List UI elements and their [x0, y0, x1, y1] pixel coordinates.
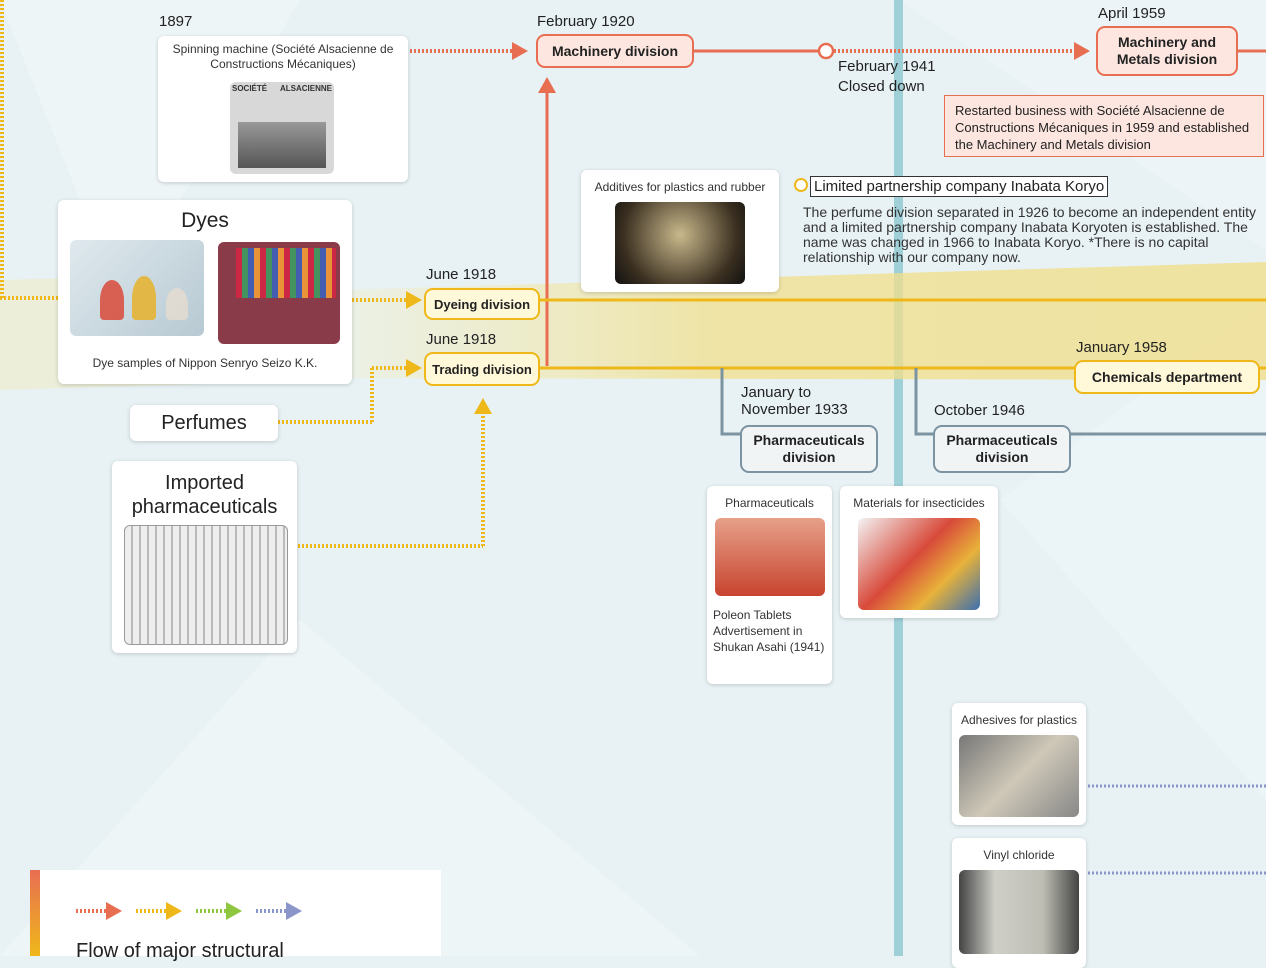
trading-division: Trading division	[424, 352, 540, 386]
pharmaceuticals-card: Pharmaceuticals Poleon Tablets Advertise…	[707, 486, 832, 684]
adhesives-caption: Adhesives for plastics	[960, 713, 1078, 727]
pharma-division-1946: Pharmaceuticals division	[933, 425, 1071, 473]
legend-panel: Flow of major structural	[30, 870, 441, 962]
dyes-samples-photo	[218, 242, 340, 344]
dyes-caption: Dye samples of Nippon Senryo Seizo K.K.	[92, 356, 318, 370]
koryo-title: Limited partnership company Inabata Kory…	[810, 176, 1109, 197]
pharmaceuticals-caption: Pharmaceuticals	[725, 496, 814, 510]
chemicals-1958-date: January 1958	[1076, 339, 1167, 356]
dyes-flasks-photo	[70, 240, 204, 336]
machinery-1959-date: April 1959	[1098, 5, 1166, 22]
insecticides-photo	[858, 518, 980, 610]
koryo-text: The perfume division separated in 1926 t…	[803, 204, 1256, 265]
adhesives-photo	[959, 735, 1079, 817]
legend-accent-bar	[30, 870, 40, 956]
spinning-photo: SOCIÉTÉ ALSACIENNE	[230, 82, 334, 174]
closed-1941-note: Closed down	[838, 78, 925, 95]
chemicals-band	[340, 262, 1266, 380]
era-divider	[894, 0, 903, 956]
pharma-1933-date: January to November 1933	[741, 384, 848, 418]
pharma-1946-date: October 1946	[934, 402, 1025, 419]
dyes-title: Dyes	[181, 209, 229, 232]
trading-1918-date: June 1918	[426, 331, 497, 348]
spinning-year: 1897	[159, 13, 193, 30]
pharmaceuticals-subcaption: Poleon Tablets Advertisement in Shukan A…	[713, 608, 825, 654]
imported-ad-photo	[124, 525, 288, 645]
perfumes-card: Perfumes	[130, 405, 278, 441]
additives-caption: Additives for plastics and rubber	[594, 180, 766, 194]
legend-text: Flow of major structural	[76, 940, 284, 962]
closed-1941-date: February 1941	[838, 58, 936, 75]
insecticides-caption: Materials for insecticides	[853, 496, 985, 510]
chemicals-department: Chemicals department	[1074, 360, 1260, 394]
koryo-marker-icon	[794, 178, 808, 192]
spinning-machine-card: Spinning machine (Société Alsacienne de …	[158, 36, 408, 182]
vinyl-chloride-card: Vinyl chloride	[952, 838, 1086, 968]
machinery-division-1920: Machinery division	[536, 34, 694, 68]
perfumes-title: Perfumes	[161, 412, 247, 434]
poleon-ad-photo	[715, 518, 825, 596]
spinning-caption: Spinning machine (Société Alsacienne de …	[172, 42, 394, 71]
legend-arrows-icon	[76, 902, 302, 920]
dyes-card: Dyes Dye samples of Nippon Senryo Seizo …	[58, 200, 352, 384]
machinery-metals-division: Machinery and Metals division	[1096, 26, 1238, 76]
insecticides-card: Materials for insecticides	[840, 486, 998, 618]
machinery-1920-date: February 1920	[537, 13, 635, 30]
vinyl-photo	[959, 870, 1079, 954]
dyeing-division: Dyeing division	[424, 288, 540, 320]
vinyl-caption: Vinyl chloride	[983, 848, 1055, 862]
dyeing-1918-date: June 1918	[426, 266, 497, 283]
machinery-metals-note: Restarted business with Société Alsacien…	[944, 95, 1264, 157]
additives-photo	[615, 202, 745, 284]
adhesives-card: Adhesives for plastics	[952, 703, 1086, 825]
imported-pharmaceuticals-card: Imported pharmaceuticals	[112, 461, 297, 653]
pharma-division-1933: Pharmaceuticals division	[740, 425, 878, 473]
additives-card: Additives for plastics and rubber	[581, 170, 779, 292]
imported-title: Imported pharmaceuticals	[131, 472, 278, 518]
